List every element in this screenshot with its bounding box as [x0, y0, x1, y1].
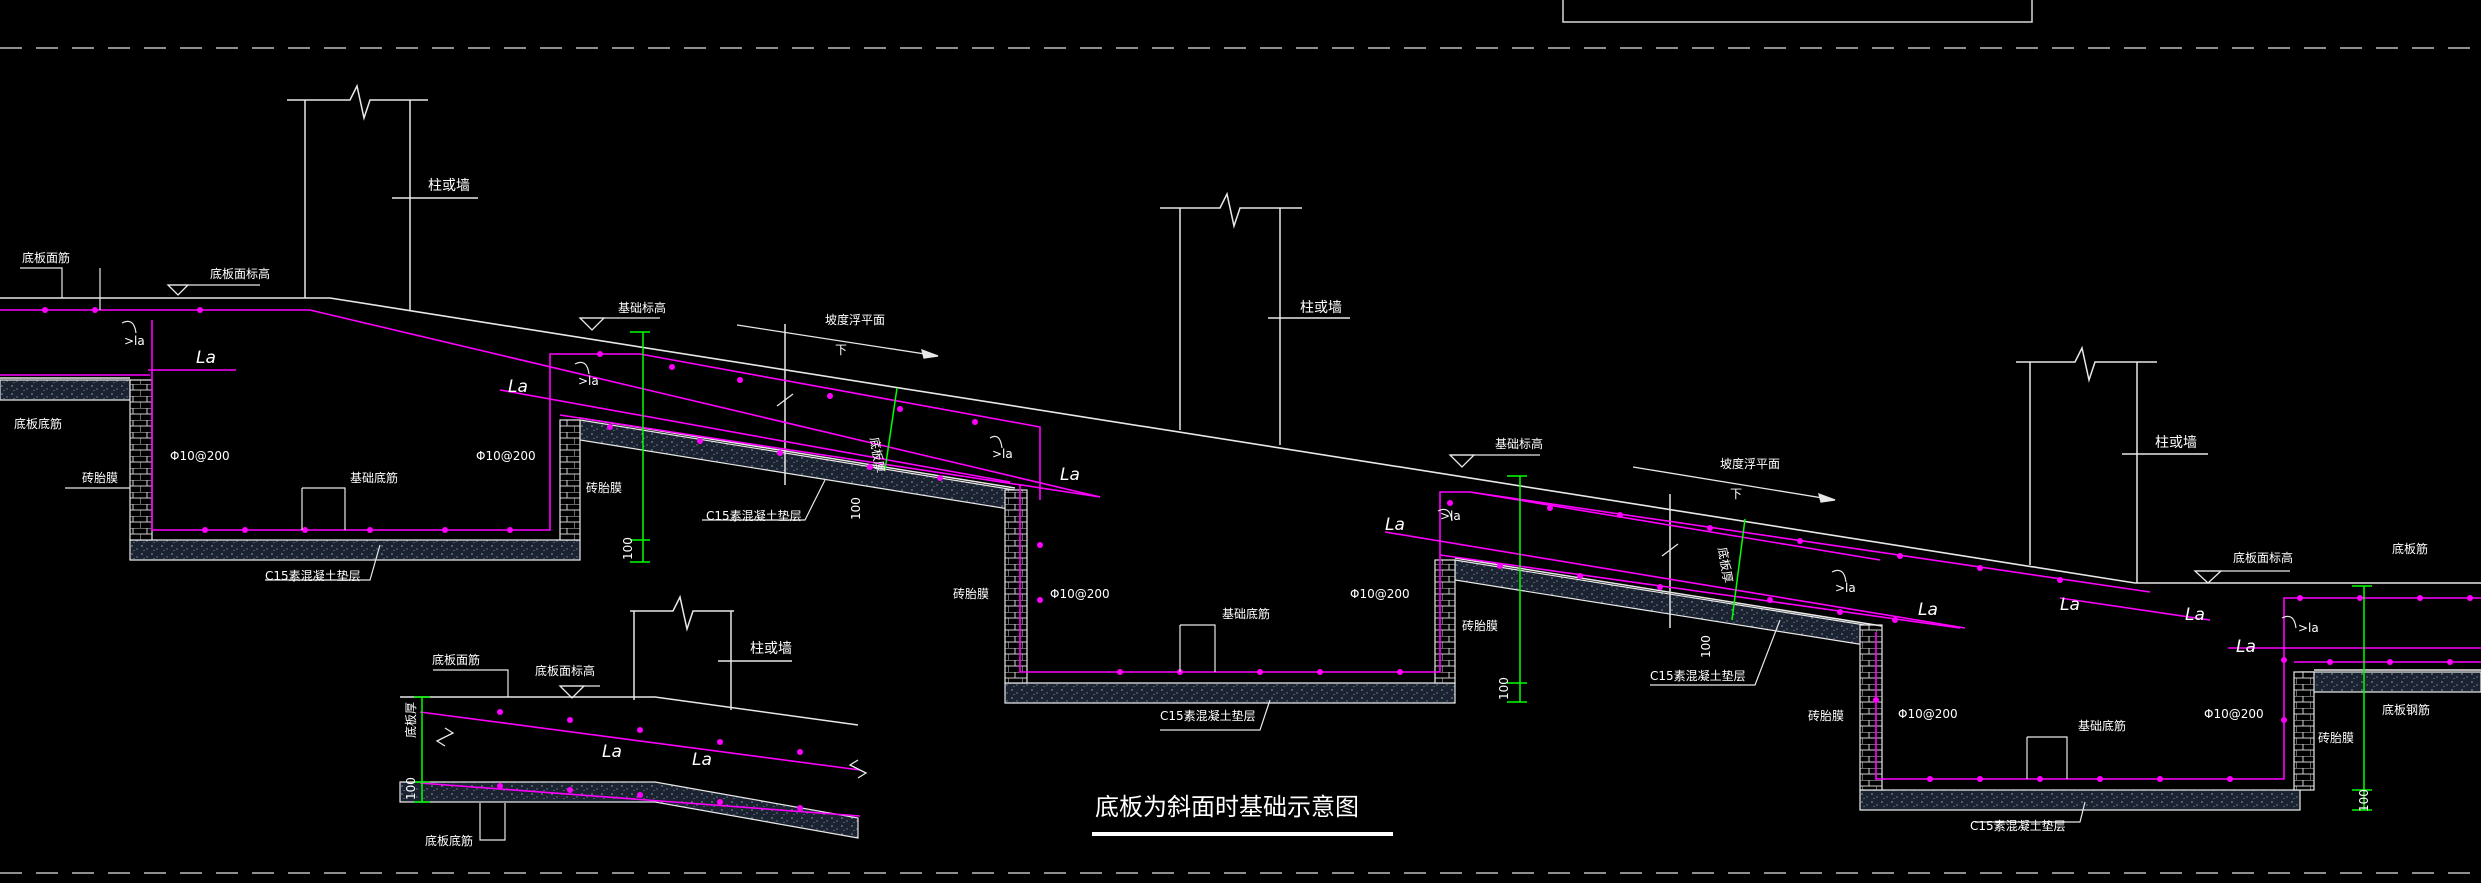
- rebar-dots: [42, 307, 2473, 811]
- label-slope-ref-2: 坡度浮平面: [1720, 456, 1780, 471]
- label-la-6: La: [2060, 595, 2080, 615]
- drawing-labels: 柱或墙 柱或墙 柱或墙 柱或墙 底板面筋 底板面标高 底板底筋 砖胎膜 Φ10@…: [14, 178, 2430, 848]
- label-la-10: La: [692, 750, 712, 770]
- break-symbols: [435, 393, 1679, 779]
- label-column-wall-1: 柱或墙: [428, 178, 470, 194]
- label-c15-4: C15素混凝土垫层: [1650, 668, 1746, 683]
- label-100-6: 100: [404, 777, 418, 800]
- slab-outline: [0, 324, 2481, 726]
- label-thickness-3: 底板厚: [403, 702, 418, 738]
- column-symbols: [287, 83, 2208, 710]
- label-100-2: 100: [621, 537, 635, 560]
- label-spacing-6: Φ10@200: [2204, 707, 2264, 721]
- label-spacing-5: Φ10@200: [1898, 707, 1958, 721]
- rebar: [0, 309, 2481, 817]
- label-100-4: 100: [1699, 635, 1713, 658]
- label-column-wall-3: 柱或墙: [2155, 435, 2197, 451]
- brick-formwork: [129, 379, 2315, 791]
- elevation-markers: [166, 284, 2290, 699]
- diagram-title: 底板为斜面时基础示意图: [1095, 793, 1359, 821]
- label-hook-6: >la: [2298, 621, 2319, 635]
- label-c15-3: C15素混凝土垫层: [1160, 708, 1256, 723]
- label-spacing-2: Φ10@200: [476, 449, 536, 463]
- label-foundation-bottom-3: 基础底筋: [2078, 718, 2126, 733]
- label-la-8: La: [2236, 637, 2256, 657]
- label-bottom-rebar-right: 底板钢筋: [2382, 702, 2430, 717]
- label-brick-2: 砖胎膜: [586, 480, 622, 495]
- label-la-4: La: [1385, 515, 1405, 535]
- label-100-5: 100: [2357, 789, 2371, 812]
- label-spacing-1: Φ10@200: [170, 449, 230, 463]
- label-column-wall-4: 柱或墙: [750, 641, 792, 657]
- label-la-9: La: [602, 742, 622, 762]
- label-hook-3: >la: [992, 447, 1013, 461]
- label-bottom-top-elev-2: 底板面标高: [535, 663, 595, 678]
- label-slope-arrow-2: 下: [1730, 487, 1742, 501]
- title-block-frame: [1562, 0, 2033, 23]
- label-bottom-top-elev-1: 底板面标高: [210, 266, 270, 281]
- label-la-7: La: [2185, 605, 2205, 625]
- label-brick-3: 砖胎膜: [953, 586, 989, 601]
- label-thickness-1: 底板厚: [867, 436, 888, 474]
- label-foundation-bottom-2: 基础底筋: [1222, 606, 1270, 621]
- label-foundation-elev-1: 基础标高: [618, 300, 666, 315]
- label-bottom-bottom-2: 底板底筋: [425, 833, 473, 848]
- label-bottom-bottom-1: 底板底筋: [14, 416, 62, 431]
- label-c15-1: C15素混凝土垫层: [265, 568, 361, 583]
- label-foundation-elev-2: 基础标高: [1495, 436, 1543, 451]
- label-la-1: La: [196, 348, 216, 368]
- label-foundation-bottom-1: 基础底筋: [350, 470, 398, 485]
- slope-arrows: [736, 324, 1836, 503]
- label-brick-1: 砖胎膜: [82, 470, 118, 485]
- label-hook-2: >la: [578, 374, 599, 388]
- label-slope-ref-1: 坡度浮平面: [825, 312, 885, 327]
- label-c15-5: C15素混凝土垫层: [1970, 818, 2066, 833]
- dimension-lines: [414, 331, 2372, 811]
- label-brick-6: 砖胎膜: [2318, 730, 2354, 745]
- label-100-1: 100: [849, 497, 863, 520]
- label-la-5: La: [1918, 600, 1938, 620]
- label-brick-5: 砖胎膜: [1808, 708, 1844, 723]
- label-100-3: 100: [1497, 677, 1511, 700]
- label-spacing-4: Φ10@200: [1350, 587, 1410, 601]
- label-hook-5: >la: [1835, 581, 1856, 595]
- label-bottom-top-1: 底板面筋: [22, 250, 70, 265]
- label-top-rebar-right: 底板筋: [2392, 541, 2428, 556]
- label-spacing-3: Φ10@200: [1050, 587, 1110, 601]
- slab-top-outline: [0, 297, 2481, 584]
- leader-lines: [20, 267, 2297, 841]
- label-thickness-2: 底板厚: [1715, 546, 1736, 584]
- label-column-wall-2: 柱或墙: [1300, 300, 1342, 316]
- label-la-2: La: [508, 377, 528, 397]
- label-hook-1: >la: [124, 334, 145, 348]
- label-bottom-elev-right: 底板面标高: [2233, 550, 2293, 565]
- label-bottom-top-2: 底板面筋: [432, 652, 480, 667]
- label-hook-4: >la: [1440, 509, 1461, 523]
- label-slope-arrow-1: 下: [835, 343, 847, 357]
- label-brick-4: 砖胎膜: [1462, 618, 1498, 633]
- dashed-border: [0, 47, 2481, 874]
- label-c15-2: C15素混凝土垫层: [706, 508, 802, 523]
- concrete-cushion: [0, 379, 2481, 839]
- label-la-3: La: [1060, 465, 1080, 485]
